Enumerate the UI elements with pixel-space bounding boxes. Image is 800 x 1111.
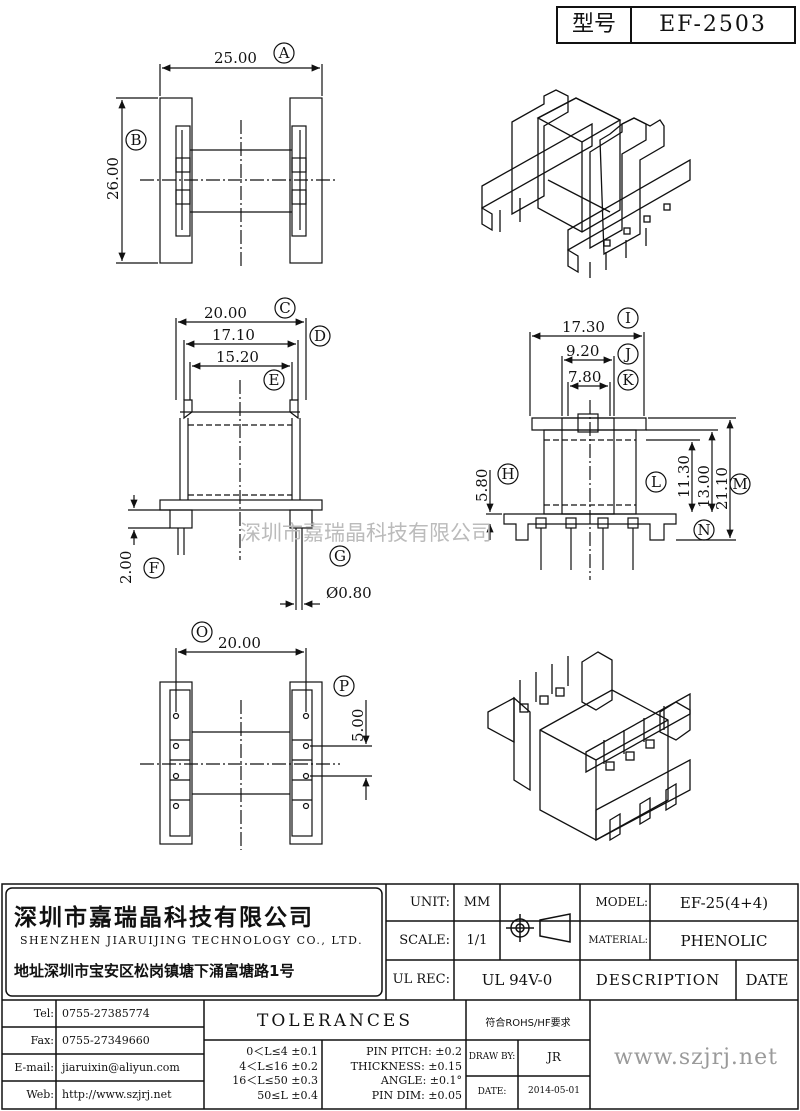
front-view (128, 318, 323, 610)
ul-rec-value: UL 94V-0 (481, 971, 553, 989)
callout-B: B (130, 131, 141, 149)
dim-A: 25.00 (214, 49, 257, 67)
tolerance-row: 0＜L≤4 ±0.1 (246, 1045, 318, 1058)
contact-web-value[interactable]: http://www.szjrj.net (62, 1088, 172, 1101)
title-block-grid (1, 883, 799, 1110)
watermark-text: 深圳市嘉瑞晶科技有限公司 (240, 521, 492, 545)
company-address: 地址深圳市宝安区松岗镇塘下涌富塘路1号 (14, 962, 295, 980)
isometric-view-bottom (487, 651, 691, 842)
tolerance-list-2: PIN PITCH: ±0.2 THICKNESS: ±0.15 ANGLE: … (324, 1045, 462, 1103)
callout-E: E (269, 371, 280, 389)
callout-labels (125, 42, 751, 697)
website-watermark: www.szjrj.net (614, 1045, 778, 1070)
callout-J: J (623, 345, 631, 363)
callout-letters: A B C D E F G H I J K L M N O P (130, 44, 747, 695)
model-value: EF-25(4+4) (679, 894, 769, 912)
dim-H: 5.80 (473, 469, 491, 502)
callout-L: L (651, 473, 661, 491)
dim-C: 20.00 (204, 304, 247, 322)
callout-K: K (622, 371, 634, 389)
rohs-note: 符合ROHS/HF要求 (485, 1018, 571, 1029)
company-name-en: SHENZHEN JIARUIJING TECHNOLOGY CO., LTD. (20, 934, 364, 947)
callout-F: F (149, 559, 159, 577)
dim-K: 7.80 (568, 368, 601, 386)
model-title-value: EF-2503 (659, 12, 767, 37)
material-value: PHENOLIC (680, 932, 768, 950)
material-label: MATERIAL: (588, 935, 648, 946)
tolerance-row: 50≤L ±0.4 (257, 1088, 318, 1102)
callout-A: A (278, 44, 290, 62)
dim-D: 17.10 (212, 326, 255, 344)
unit-label: UNIT: (409, 895, 450, 910)
company-name-cn: 深圳市嘉瑞晶科技有限公司 (14, 905, 314, 931)
contact-email-label: E-mail: (14, 1061, 54, 1074)
bottom-view (140, 648, 372, 850)
tolerance-row: THICKNESS: ±0.15 (350, 1059, 462, 1073)
scale-label: SCALE: (399, 933, 450, 948)
tolerance-list: 0＜L≤4 ±0.1 4＜L≤16 ±0.2 16＜L≤50 ±0.3 50≤L… (206, 1045, 318, 1103)
dim-M: 21.10 (713, 467, 731, 510)
dim-O: 20.00 (218, 634, 261, 652)
dim-G: Ø0.80 (326, 584, 372, 602)
contact-fax-label: Fax: (30, 1034, 54, 1047)
dim-L2: 13.00 (695, 465, 713, 508)
tolerance-row: 16＜L≤50 ±0.3 (232, 1074, 318, 1087)
tolerance-row: PIN DIM: ±0.05 (371, 1088, 462, 1102)
callout-D: D (314, 327, 326, 345)
dim-I: 17.30 (562, 318, 605, 336)
callout-M: M (732, 475, 747, 493)
dim-J: 9.20 (566, 342, 599, 360)
date-header-label: DATE (745, 971, 789, 989)
isometric-view-top (481, 89, 691, 278)
contact-tel-value: 0755-27385774 (62, 1007, 150, 1020)
dim-E: 15.20 (216, 348, 259, 366)
unit-value: MM (463, 895, 491, 910)
tolerances-title: TOLERANCES (257, 1011, 413, 1031)
drawn-by-label: DRAW BY: (468, 1052, 516, 1062)
tolerance-row: 4＜L≤16 ±0.2 (239, 1059, 318, 1073)
contact-email-value[interactable]: jiaruixin@aliyun.com (62, 1061, 180, 1074)
ul-rec-label: UL REC: (392, 972, 450, 987)
model-title-label: 型号 (558, 8, 632, 42)
dim-P: 5.00 (349, 709, 367, 742)
scale-value: 1/1 (466, 933, 488, 948)
callout-O: O (196, 623, 208, 641)
contact-fax-value: 0755-27349660 (62, 1034, 150, 1047)
callout-P: P (339, 677, 349, 695)
dim-L: 11.30 (675, 455, 693, 498)
date-row-label: DATE: (477, 1087, 507, 1097)
tolerance-row: ANGLE: ±0.1° (380, 1074, 462, 1087)
contact-web-label: Web: (26, 1088, 54, 1101)
model-title-box: 型号 EF-2503 (556, 6, 796, 44)
dim-F: 2.00 (117, 551, 135, 584)
callout-N: N (697, 521, 710, 539)
side-view (486, 332, 736, 580)
callout-I: I (625, 309, 631, 327)
description-label: DESCRIPTION (595, 971, 721, 989)
model-label: MODEL: (595, 895, 648, 909)
callout-G: G (334, 547, 346, 565)
drawn-by-value: JR (547, 1050, 561, 1064)
callout-C: C (279, 299, 290, 317)
contact-tel-label: Tel: (33, 1007, 54, 1020)
top-view (116, 64, 335, 268)
tolerance-row: PIN PITCH: ±0.2 (366, 1045, 462, 1058)
callout-H: H (501, 465, 514, 483)
date-row-value: 2014-05-01 (528, 1086, 580, 1096)
dimension-texts: 25.00 26.00 20.00 17.10 15.20 2.00 Ø0.80… (104, 49, 731, 742)
dim-B: 26.00 (104, 157, 122, 200)
